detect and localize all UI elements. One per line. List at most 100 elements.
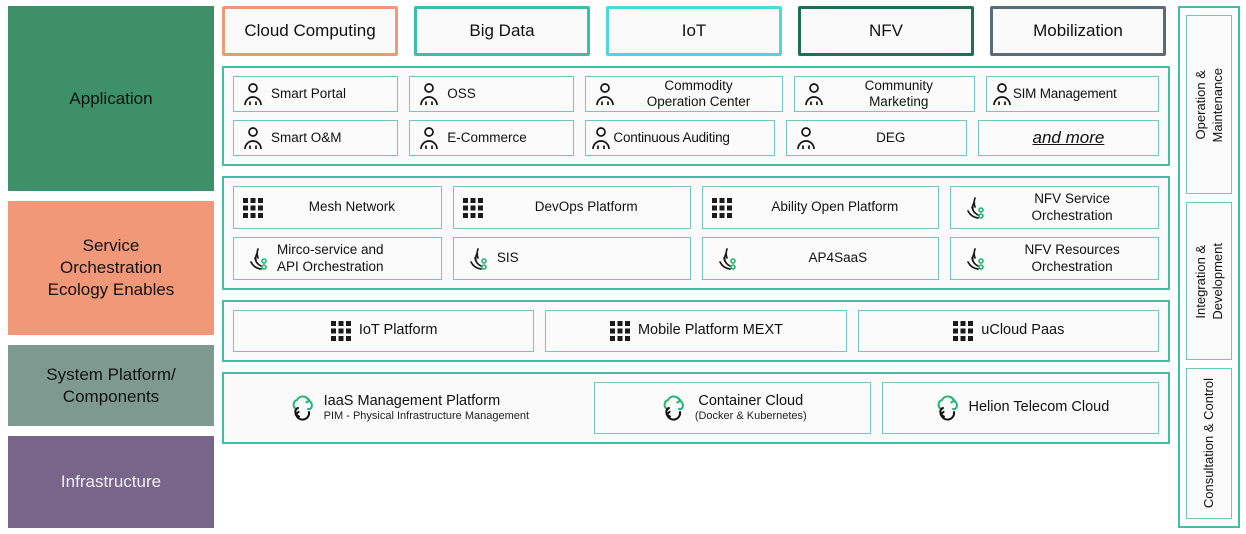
tab-label: Mobilization — [1033, 21, 1123, 40]
person-icon — [804, 83, 823, 106]
tab-mobilization[interactable]: Mobilization — [990, 6, 1166, 56]
tab-label: Big Data — [469, 21, 535, 40]
side-panel-integration-development[interactable]: Integration & Development — [1186, 202, 1232, 361]
orchestration-icon — [250, 247, 267, 270]
inf-item-label: Container Cloud — [698, 392, 804, 409]
app-item-oss[interactable]: OSS — [409, 76, 575, 112]
inf-item-label: Helion Telecom Cloud — [968, 399, 1110, 416]
app-item-smart-om[interactable]: Smart O&M — [233, 120, 399, 156]
orchestration-icon — [469, 247, 487, 270]
person-icon — [420, 83, 439, 106]
person-icon — [592, 127, 611, 150]
inf-item-label: IaaS Management Platform — [323, 392, 501, 409]
side-panel-label: Integration & Development — [1192, 242, 1225, 320]
app-item-label: Smart O&M — [271, 129, 342, 145]
svc-item-label: Mesh Network — [308, 199, 396, 215]
orchestration-icon — [967, 247, 984, 270]
person-icon — [596, 83, 615, 106]
side-panel-label: Consultation & Control — [1201, 378, 1217, 509]
inf-item-sublabel: PIM - Physical Infrastructure Management — [323, 410, 530, 423]
service-row-2: Mirco-service and API Orchestration SIS … — [233, 237, 1159, 280]
tab-label: IoT — [681, 21, 707, 40]
app-item-label: Community Marketing — [864, 77, 933, 109]
person-icon — [244, 127, 262, 150]
inf-item-label-group: IaaS Management Platform PIM - Physical … — [324, 393, 529, 424]
svc-item-ability-open-platform[interactable]: Ability Open Platform — [701, 186, 940, 229]
svc-item-nfv-resources-orchestration[interactable]: NFV Resources Orchestration — [950, 237, 1159, 280]
person-icon — [796, 127, 815, 150]
tab-label: Cloud Computing — [244, 21, 376, 40]
svc-item-microservice-api-orchestration[interactable]: Mirco-service and API Orchestration — [233, 237, 442, 280]
layer-label-system-platform: System Platform/ Components — [8, 344, 214, 427]
tab-big-data[interactable]: Big Data — [414, 6, 590, 56]
layer-label-column: Application Service Orchestration Ecolog… — [8, 6, 214, 528]
layer-label-text: System Platform/ Components — [46, 364, 176, 406]
layer-label-text: Infrastructure — [60, 472, 162, 492]
svc-item-label: Mirco-service and API Orchestration — [277, 242, 384, 274]
app-item-and-more[interactable]: and more — [977, 120, 1160, 156]
cloud-sync-icon — [937, 395, 958, 421]
application-row-1: Smart Portal OSS Commodity Operation Cen… — [233, 76, 1160, 112]
domain-tabs: Cloud Computing Big Data IoT NFV Mobiliz… — [222, 6, 1170, 56]
app-item-deg[interactable]: DEG — [785, 120, 967, 156]
app-item-label: Smart Portal — [271, 85, 347, 101]
inf-item-container-cloud[interactable]: Container Cloud (Docker & Kubernetes) — [593, 382, 871, 434]
app-item-smart-portal[interactable]: Smart Portal — [233, 76, 399, 112]
person-icon — [420, 127, 439, 150]
side-panel-operation-maintenance[interactable]: Operation & Maintenance — [1186, 15, 1232, 195]
app-item-e-commerce[interactable]: E-Commerce — [409, 120, 575, 156]
tab-nfv[interactable]: NFV — [798, 6, 974, 56]
app-item-label: Continuous Auditing — [613, 129, 730, 145]
app-item-label: and more — [1032, 128, 1105, 147]
sys-item-label: IoT Platform — [358, 322, 438, 339]
app-item-label: SIM Management — [1012, 85, 1117, 101]
grid-icon — [243, 197, 263, 218]
layer-label-text: Service Orchestration Ecology Enables — [47, 236, 175, 299]
application-row-2: Smart O&M E-Commerce Continuous Auditing… — [233, 120, 1160, 156]
grid-icon — [711, 197, 732, 218]
app-item-label: OSS — [447, 85, 476, 101]
app-item-community-marketing[interactable]: Community Marketing — [793, 76, 975, 112]
app-item-label: E-Commerce — [447, 129, 527, 145]
cloud-sync-icon — [292, 395, 313, 421]
svc-item-nfv-service-orchestration[interactable]: NFV Service Orchestration — [950, 186, 1159, 229]
infrastructure-row-1: IaaS Management Platform PIM - Physical … — [233, 382, 1159, 434]
tab-label: NFV — [869, 21, 903, 40]
svc-item-label: NFV Resources Orchestration — [1024, 242, 1120, 274]
svc-item-label: AP4SaaS — [808, 250, 868, 266]
sys-item-iot-platform[interactable]: IoT Platform — [233, 310, 535, 352]
svc-item-label: SIS — [496, 250, 519, 266]
cross-cutting-panel: Operation & Maintenance Integration & De… — [1178, 6, 1240, 528]
app-item-label: Commodity Operation Center — [646, 77, 751, 109]
side-panel-consultation-control[interactable]: Consultation & Control — [1186, 368, 1232, 519]
svc-item-devops-platform[interactable]: DevOps Platform — [452, 186, 691, 229]
grid-icon — [462, 197, 483, 218]
app-item-label: DEG — [876, 129, 906, 145]
grid-icon — [609, 321, 630, 341]
svc-item-label: NFV Service Orchestration — [1031, 191, 1113, 223]
person-icon — [244, 83, 262, 106]
side-panel-label: Operation & Maintenance — [1192, 67, 1225, 142]
sys-item-ucloud-paas[interactable]: uCloud Paas — [857, 310, 1159, 352]
tab-cloud-computing[interactable]: Cloud Computing — [222, 6, 398, 56]
infrastructure-panel: IaaS Management Platform PIM - Physical … — [222, 372, 1170, 444]
svc-item-mesh-network[interactable]: Mesh Network — [233, 186, 442, 229]
app-item-commodity-operation-center[interactable]: Commodity Operation Center — [585, 76, 783, 112]
app-item-continuous-auditing[interactable]: Continuous Auditing — [585, 120, 775, 156]
tab-iot[interactable]: IoT — [606, 6, 782, 56]
system-platform-panel: IoT Platform Mobile Platform MEXT uCloud… — [222, 300, 1170, 362]
svc-item-sis[interactable]: SIS — [452, 237, 691, 280]
layer-label-application: Application — [8, 6, 214, 192]
application-panel: Smart Portal OSS Commodity Operation Cen… — [222, 66, 1170, 166]
inf-item-sublabel: (Docker & Kubernetes) — [694, 410, 807, 423]
inf-item-helion-telecom-cloud[interactable]: Helion Telecom Cloud — [881, 382, 1159, 434]
app-item-sim-management[interactable]: SIM Management — [985, 76, 1160, 112]
svc-item-ap4saas[interactable]: AP4SaaS — [701, 237, 940, 280]
sys-item-label: Mobile Platform MEXT — [637, 322, 784, 339]
inf-item-iaas-management-platform[interactable]: IaaS Management Platform PIM - Physical … — [233, 382, 583, 434]
inf-item-label-group: Container Cloud (Docker & Kubernetes) — [695, 393, 807, 424]
sys-item-mobile-platform-mext[interactable]: Mobile Platform MEXT — [545, 310, 847, 352]
system-row-1: IoT Platform Mobile Platform MEXT uCloud… — [233, 310, 1159, 352]
layer-label-service-orchestration: Service Orchestration Ecology Enables — [8, 201, 214, 335]
